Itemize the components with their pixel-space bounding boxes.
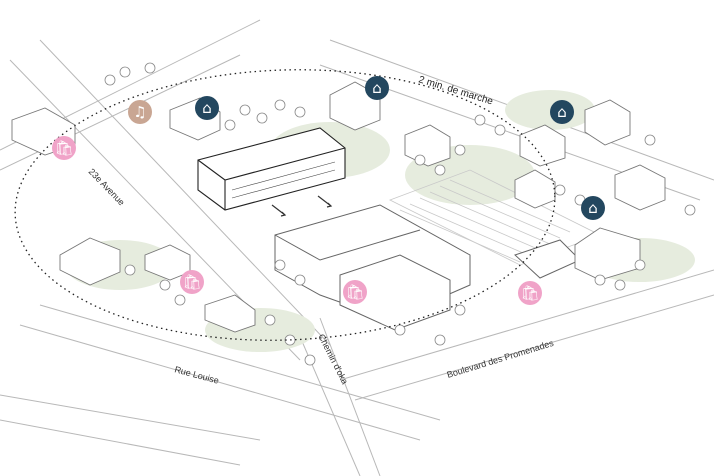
street-label-23e-avenue: 23e Avenue [87, 166, 127, 207]
street-label-chemin-oka: Chemin d'oka [316, 332, 350, 385]
shopping-bag-icon: 🛍 [180, 270, 204, 294]
music-note-icon-glyph: ♫ [133, 103, 146, 121]
shopping-bag-icon-glyph: 🛍 [54, 139, 73, 157]
walk-radius-label: 2 min. de marche [417, 74, 495, 107]
house-icon: ⌂ [195, 96, 219, 120]
house-icon-glyph: ⌂ [372, 79, 382, 97]
commercial-building [274, 204, 581, 331]
pins: 🛍 ♫ ⌂ ⌂ ⌂ ⌂ 🛍 🛍 🛍 [52, 76, 605, 305]
street-label-rue-louise: Rue Louise [173, 364, 220, 385]
house-icon: ⌂ [581, 196, 605, 220]
entrance-arrows [271, 195, 333, 217]
house-icon: ⌂ [365, 76, 389, 100]
shopping-bag-icon-glyph: 🛍 [182, 273, 201, 291]
shopping-bag-icon: 🛍 [518, 281, 542, 305]
shopping-bag-icon-glyph: 🛍 [520, 284, 539, 302]
house-icon-glyph: ⌂ [588, 199, 598, 217]
walk-radius [14, 69, 556, 341]
house-icon: ⌂ [550, 100, 574, 124]
house-icon-glyph: ⌂ [202, 99, 212, 117]
house-icon-glyph: ⌂ [557, 103, 567, 121]
trees [104, 62, 696, 366]
project-building [197, 127, 346, 211]
shopping-bag-icon: 🛍 [343, 280, 367, 304]
shopping-bag-icon-glyph: 🛍 [345, 283, 364, 301]
shopping-bag-icon: 🛍 [52, 136, 76, 160]
houses [11, 81, 666, 333]
music-note-icon: ♫ [128, 100, 152, 124]
